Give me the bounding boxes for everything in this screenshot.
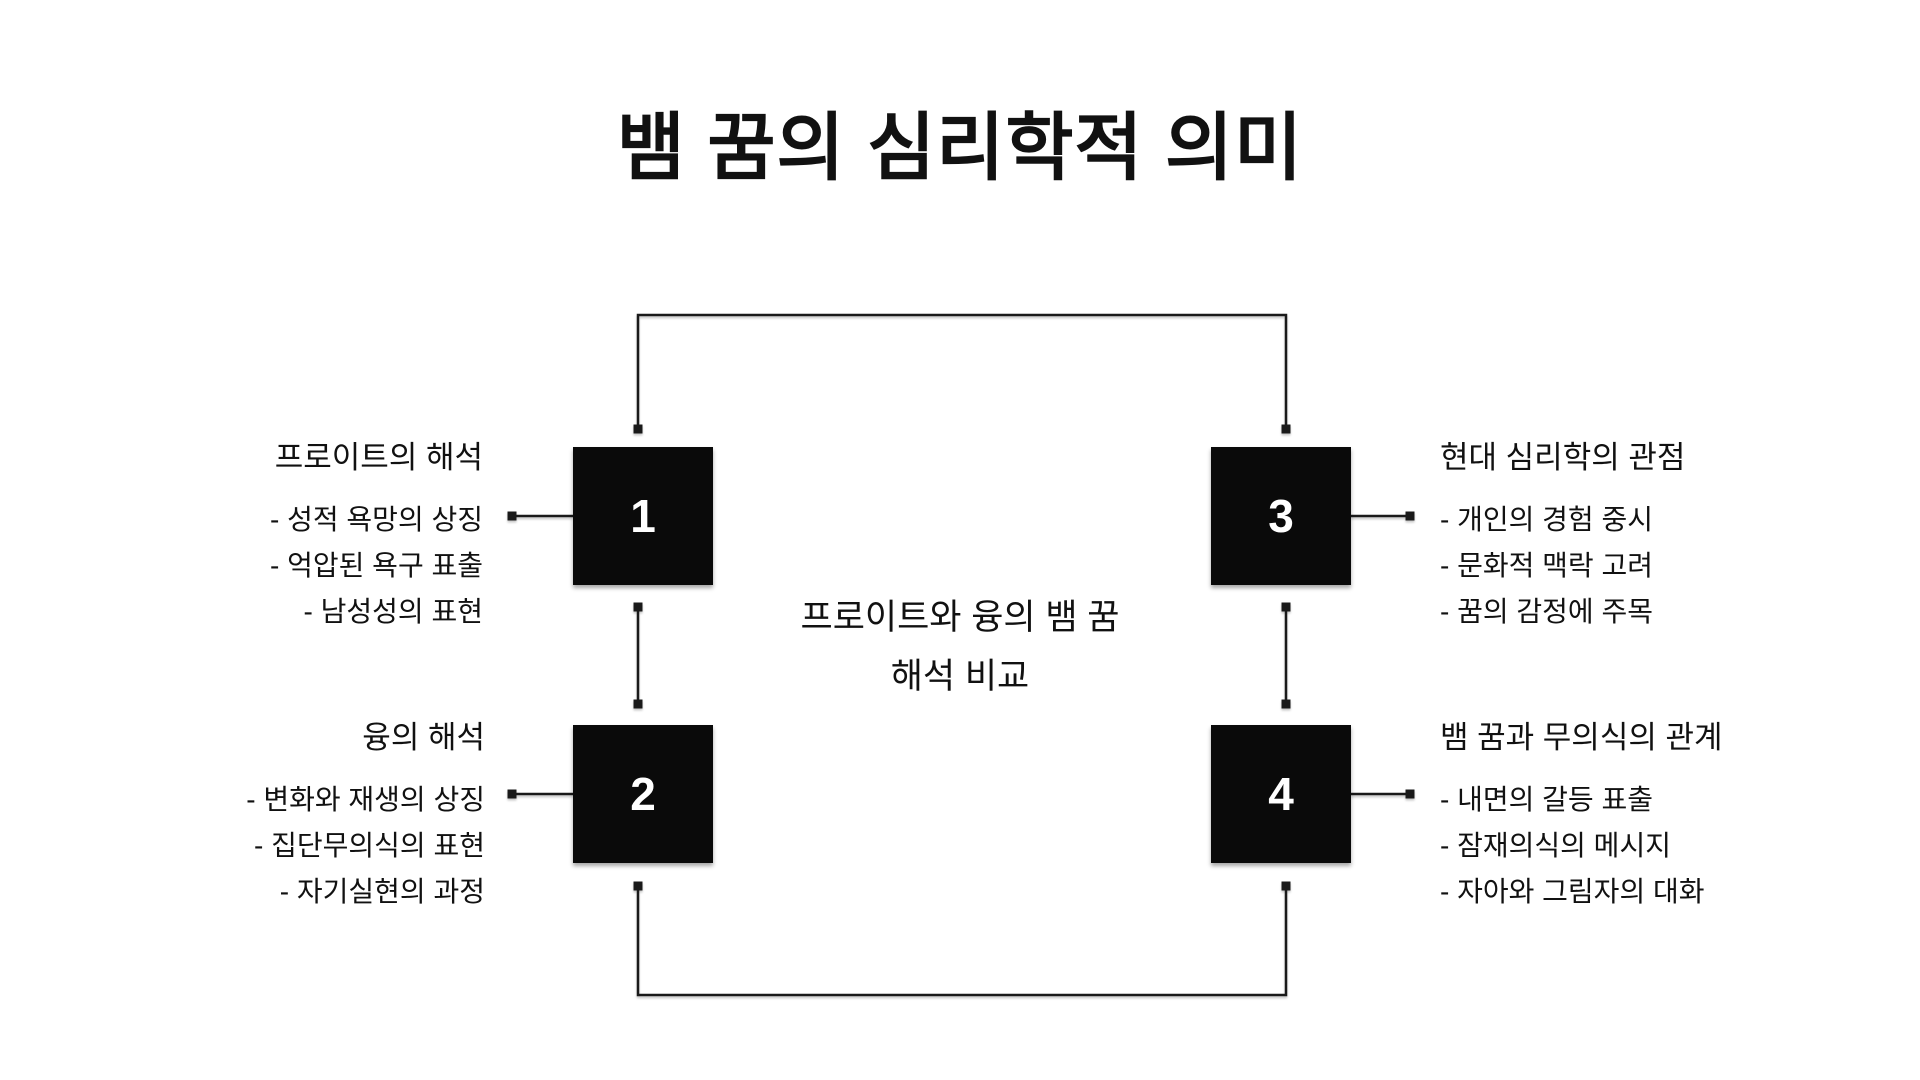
node-number-4: 4 bbox=[1268, 768, 1294, 820]
node-text-4: 뱀 꿈과 무의식의 관계 - 내면의 갈등 표출 - 잠재의식의 메시지 - 자… bbox=[1440, 718, 1723, 915]
node-heading-1: 프로이트의 해석 bbox=[274, 440, 483, 475]
node-item: - 억압된 욕구 표출 bbox=[270, 550, 483, 581]
arrowhead-square bbox=[633, 602, 643, 612]
center-caption-line2: 해석 비교 bbox=[890, 657, 1030, 696]
node-heading-3: 현대 심리학의 관점 bbox=[1440, 440, 1686, 475]
node-item: - 집단무의식의 표현 bbox=[254, 830, 485, 861]
arrowhead-square bbox=[1281, 881, 1291, 891]
node-item: - 자아와 그림자의 대화 bbox=[1440, 876, 1705, 907]
arrowhead-square bbox=[633, 424, 643, 434]
node-box-4: 4 bbox=[1211, 725, 1351, 863]
node-item: - 개인의 경험 중시 bbox=[1440, 504, 1653, 535]
node-number-1: 1 bbox=[630, 490, 656, 542]
arrowhead-square bbox=[507, 789, 517, 799]
node-box-1: 1 bbox=[573, 447, 713, 585]
node-heading-4: 뱀 꿈과 무의식의 관계 bbox=[1440, 720, 1723, 755]
node-box-3: 3 bbox=[1211, 447, 1351, 585]
node-item: - 내면의 갈등 표출 bbox=[1440, 784, 1653, 815]
arrowhead-square bbox=[1281, 424, 1291, 434]
arrowhead-square bbox=[633, 699, 643, 709]
arrowhead-square bbox=[1405, 789, 1415, 799]
arrowhead-square bbox=[1281, 602, 1291, 612]
node-item: - 변화와 재생의 상징 bbox=[246, 784, 485, 815]
node-item: - 꿈의 감정에 주목 bbox=[1440, 596, 1653, 627]
arrowhead-square bbox=[507, 511, 517, 521]
arrowhead-square bbox=[1405, 511, 1415, 521]
arrowhead-square bbox=[1281, 699, 1291, 709]
node-box-2: 2 bbox=[573, 725, 713, 863]
page-title: 뱀 꿈의 심리학적 의미 bbox=[616, 106, 1304, 189]
connector-bottom-bracket bbox=[636, 886, 1288, 997]
node-text-1: 프로이트의 해석 - 성적 욕망의 상징 - 억압된 욕구 표출 - 남성성의 … bbox=[270, 438, 483, 635]
node-item: - 잠재의식의 메시지 bbox=[1440, 830, 1671, 861]
node-item: - 문화적 맥락 고려 bbox=[1440, 550, 1653, 581]
node-item: - 남성성의 표현 bbox=[303, 596, 483, 627]
node-item: - 자기실현의 과정 bbox=[279, 876, 485, 907]
connector-top-bracket bbox=[636, 313, 1288, 429]
node-number-2: 2 bbox=[630, 768, 656, 820]
arrowhead-square bbox=[633, 881, 643, 891]
center-caption: 프로이트와 융의 뱀 꿈 해석 비교 bbox=[660, 588, 1260, 706]
node-text-3: 현대 심리학의 관점 - 개인의 경험 중시 - 문화적 맥락 고려 - 꿈의 … bbox=[1440, 438, 1685, 635]
node-item: - 성적 욕망의 상징 bbox=[270, 504, 483, 535]
node-number-3: 3 bbox=[1268, 490, 1294, 542]
node-heading-2: 융의 해석 bbox=[362, 720, 485, 755]
node-text-2: 융의 해석 - 변화와 재생의 상징 - 집단무의식의 표현 - 자기실현의 과… bbox=[246, 718, 485, 915]
center-caption-line1: 프로이트와 융의 뱀 꿈 bbox=[800, 598, 1120, 637]
